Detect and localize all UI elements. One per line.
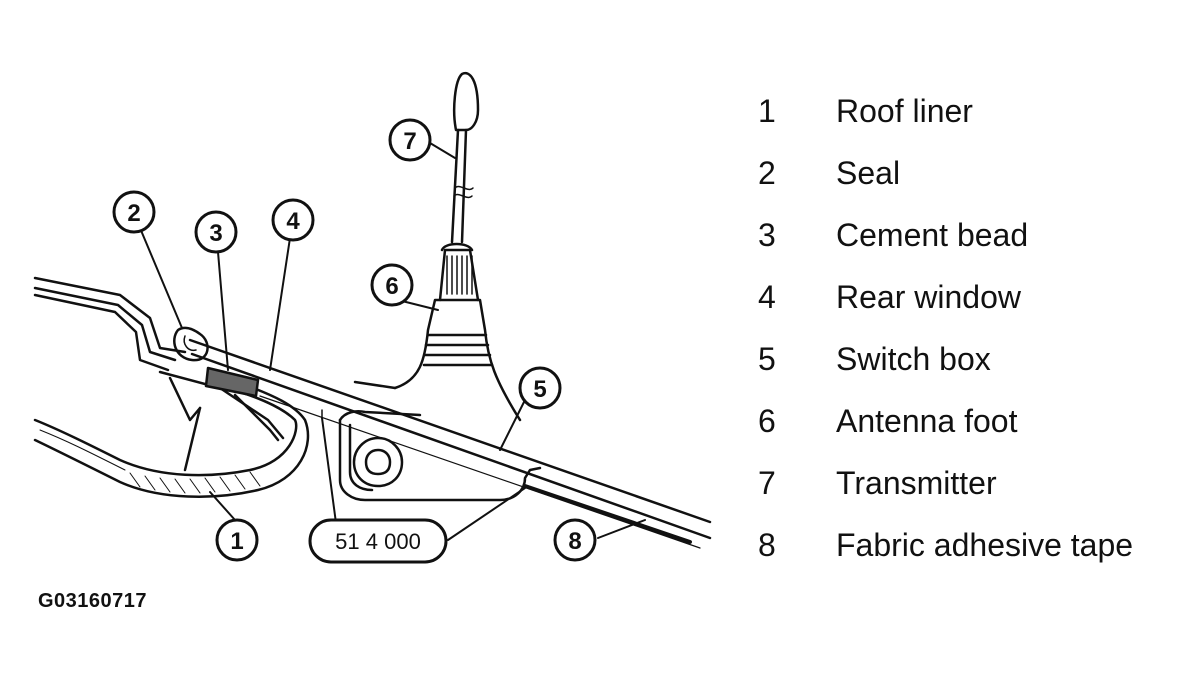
roof-panel <box>33 276 187 372</box>
part-number-label: 51 4 000 <box>335 529 421 554</box>
legend-label: Rear window <box>836 278 1021 315</box>
callout-2 <box>112 190 156 234</box>
legend-number: 4 <box>758 278 776 315</box>
callout-6-label: 6 <box>385 273 398 300</box>
figure-id: G03160717 <box>38 590 148 612</box>
legend-label: Roof liner <box>836 92 973 129</box>
callout-4-label: 4 <box>286 208 300 235</box>
legend-number: 8 <box>758 526 776 563</box>
seal <box>173 326 209 362</box>
legend-label: Switch box <box>836 340 991 377</box>
callout-4 <box>271 198 315 242</box>
rear-window-glass <box>188 338 712 549</box>
switch-box <box>321 409 542 502</box>
legend-number: 1 <box>758 92 776 129</box>
antenna-foot <box>353 242 522 422</box>
frame-bracket <box>158 370 285 472</box>
part-number-box <box>308 518 448 564</box>
legend-label: Antenna foot <box>836 402 1018 439</box>
callout-labels: 7 2 3 4 6 5 1 8 51 4 000 <box>127 128 581 555</box>
fabric-adhesive-tape <box>523 484 692 544</box>
callouts <box>112 118 597 564</box>
antenna-installation-diagram: 7 2 3 4 6 5 1 8 51 4 000 <box>33 71 712 564</box>
legend-label: Cement bead <box>836 216 1029 253</box>
legend-item: 2 Seal <box>758 142 1188 204</box>
legend-label: Transmitter <box>836 464 997 501</box>
callout-5-label: 5 <box>533 376 546 403</box>
transmitter-rod <box>450 71 480 244</box>
legend-item: 6 Antenna foot <box>758 390 1188 452</box>
callout-7-label: 7 <box>403 128 416 155</box>
legend-number: 5 <box>758 340 776 377</box>
callout-6 <box>370 263 414 307</box>
legend-item: 1 Roof liner <box>758 80 1188 142</box>
parts-legend: 1 Roof liner 2 Seal 3 Cement bead 4 Rear… <box>758 80 1188 576</box>
legend-number: 6 <box>758 402 776 439</box>
callout-3 <box>194 210 238 254</box>
roof-liner <box>33 384 310 498</box>
callout-1-label: 1 <box>230 528 243 555</box>
legend-number: 7 <box>758 464 776 501</box>
callout-2-label: 2 <box>127 200 140 227</box>
legend-item: 3 Cement bead <box>758 204 1188 266</box>
callout-7 <box>388 118 432 162</box>
legend-label: Fabric adhesive tape <box>836 526 1134 563</box>
callout-8-label: 8 <box>568 528 581 555</box>
callout-1 <box>215 518 259 562</box>
legend-number: 2 <box>758 154 776 191</box>
legend-item: 8 Fabric adhesive tape <box>758 514 1188 576</box>
cement-bead <box>204 366 260 398</box>
leader-lines <box>139 139 646 541</box>
legend-item: 7 Transmitter <box>758 452 1188 514</box>
legend-item: 4 Rear window <box>758 266 1188 328</box>
legend-label: Seal <box>836 154 901 191</box>
callout-3-label: 3 <box>209 220 222 247</box>
callout-8 <box>553 518 597 562</box>
callout-5 <box>518 366 562 410</box>
legend-item: 5 Switch box <box>758 328 1188 390</box>
legend-number: 3 <box>758 216 776 253</box>
